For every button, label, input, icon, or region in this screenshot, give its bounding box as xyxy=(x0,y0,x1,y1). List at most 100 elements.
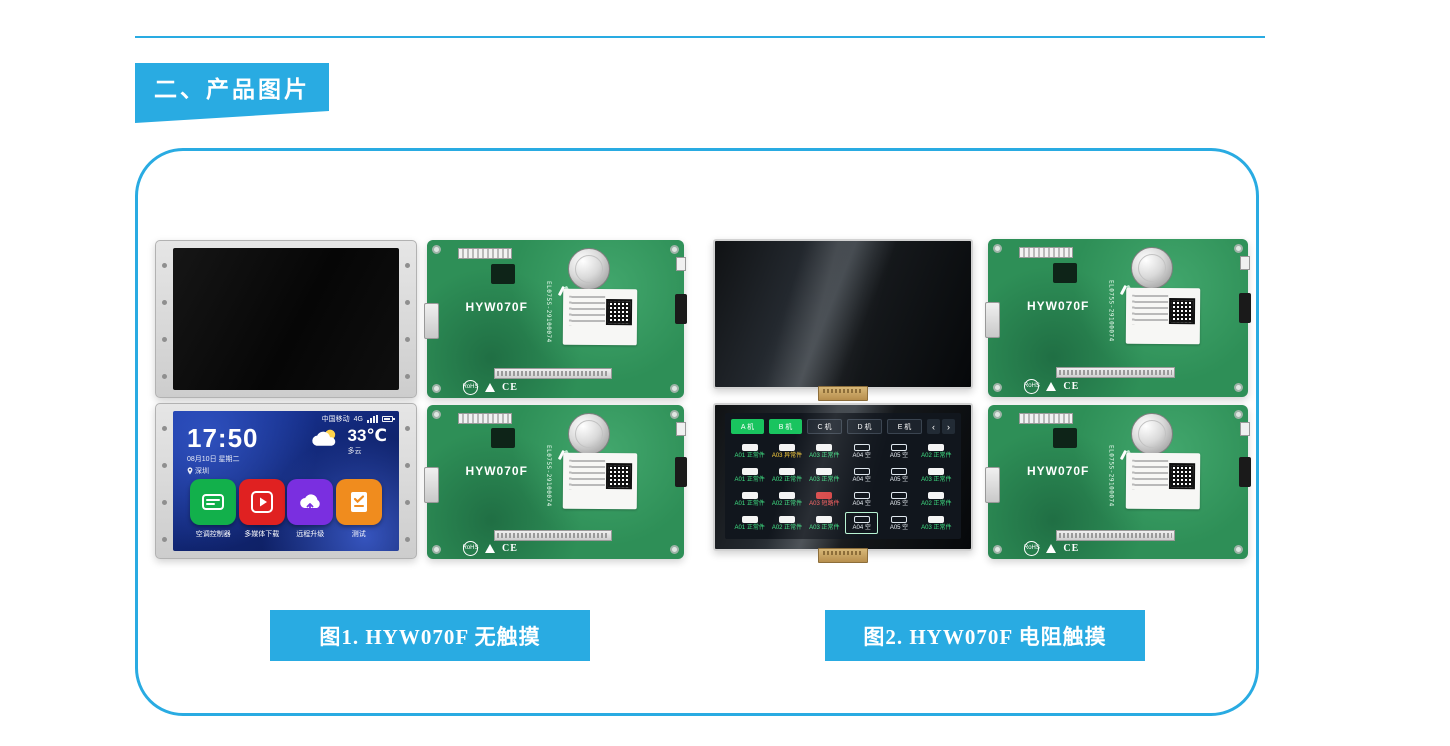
next-arrow-icon: › xyxy=(942,419,955,434)
cell-label: A03 正常件 xyxy=(809,524,840,531)
qr-label-sticker xyxy=(1125,287,1201,345)
cell-label: A03 正常件 xyxy=(921,524,952,531)
lcd-module-frame: 中国移动 4G 17:50 08月10日 星期二 深圳 xyxy=(155,403,417,559)
pin-header-connector xyxy=(457,247,512,259)
slot-indicator xyxy=(928,467,945,475)
test-cell: A02 正常件 xyxy=(770,488,803,510)
pin-header-connector xyxy=(1019,412,1074,424)
mounting-hole xyxy=(432,384,441,393)
test-tab: D 机 xyxy=(847,419,882,434)
cell-label: A05 空 xyxy=(889,524,909,531)
app-label: 测试 xyxy=(351,530,366,538)
rohs-mark: RoHS xyxy=(462,379,478,395)
cell-label: A02 正常件 xyxy=(771,476,803,483)
model-silkscreen: HYW070F xyxy=(1027,463,1090,478)
test-tab: C 机 xyxy=(807,419,842,434)
photo-hyw070f-touch-off xyxy=(713,239,973,401)
photo-hyw070f-pcb-4: HYW070F EL075S-29100074 RoHS CE xyxy=(985,405,1251,559)
test-cell: A05 空 xyxy=(882,440,915,462)
app-grid: 空调控制器多媒体下载远程升级测试 xyxy=(183,472,389,545)
qr-code xyxy=(1168,298,1195,325)
photo-hyw070f-pcb-1: HYW070F EL075S-29100074 RoHS CE xyxy=(424,240,687,398)
test-cell: A02 正常件 xyxy=(920,440,953,462)
slot-indicator xyxy=(890,443,907,451)
serial-number: EL075S-29100074 xyxy=(545,445,553,507)
qr-label-sticker xyxy=(1125,452,1201,510)
usb-connector xyxy=(985,466,1000,503)
mounting-hole xyxy=(993,410,1002,419)
top-divider xyxy=(135,36,1265,38)
weather-block: 33℃ 多云 xyxy=(308,427,387,456)
test-cell: A01 正常件 xyxy=(733,464,766,486)
label-text-lines xyxy=(569,459,606,490)
slot-indicator xyxy=(778,491,795,499)
pin-header-connector xyxy=(457,412,512,424)
mounting-hole xyxy=(1234,545,1243,554)
test-cell: A03 正常件 xyxy=(920,512,953,534)
slot-indicator xyxy=(890,467,907,475)
cell-label: A01 正常件 xyxy=(734,476,765,483)
test-cell: A01 正常件 xyxy=(733,440,766,462)
certification-marks: RoHS CE xyxy=(1024,540,1080,556)
mounting-hole xyxy=(670,410,679,419)
photo-hyw070f-pcb-2: HYW070F EL075S-29100074 RoHS CE xyxy=(985,239,1251,397)
cell-label: A04 空 xyxy=(852,452,871,459)
date-label: 08月10日 星期二 xyxy=(187,456,240,463)
qr-label-sticker xyxy=(562,452,638,510)
mounting-hole xyxy=(993,383,1002,392)
serial-number: EL075S-29100074 xyxy=(1107,280,1115,342)
label-text-lines xyxy=(569,295,606,327)
certification-marks: RoHS CE xyxy=(1024,378,1079,394)
cell-label: A02 正常件 xyxy=(921,500,952,507)
test-cell: A05 空 xyxy=(882,464,915,486)
cell-label: A04 空 xyxy=(852,500,871,507)
test-tab: B 机 xyxy=(769,419,802,434)
rohs-mark: RoHS xyxy=(1024,540,1040,556)
cell-label: A03 异常件 xyxy=(771,452,803,459)
test-cell: A01 正常件 xyxy=(733,488,766,510)
ce-mark: CE xyxy=(1063,542,1080,554)
qr-label-sticker xyxy=(562,288,638,346)
test-cell: A04 空 xyxy=(845,488,878,510)
slot-indicator xyxy=(816,467,833,475)
frame-holes-right xyxy=(405,426,410,431)
city-label: 深圳 xyxy=(187,466,259,476)
slot-indicator xyxy=(778,443,795,451)
lcd-screen-off xyxy=(173,248,399,390)
mounting-hole xyxy=(1234,244,1243,253)
slot-indicator xyxy=(928,491,945,499)
test-cell: A04 空 xyxy=(844,512,879,534)
touch-fpc-cable xyxy=(818,548,868,563)
test-cell: A02 正常件 xyxy=(770,464,803,486)
test-cell: A03 正常件 xyxy=(808,464,841,486)
cell-label: A05 空 xyxy=(889,476,909,483)
slot-indicator xyxy=(741,443,758,451)
slot-indicator xyxy=(853,467,870,475)
battery-icon xyxy=(382,416,395,422)
clock-block: 17:50 08月10日 星期二 深圳 xyxy=(187,425,259,476)
side-connector xyxy=(675,457,687,488)
power-connector xyxy=(676,421,686,436)
cell-label: A04 空 xyxy=(852,524,871,531)
mounting-hole xyxy=(670,245,679,254)
app-label: 多媒体下载 xyxy=(244,530,280,538)
side-connector xyxy=(1239,292,1251,323)
slot-indicator xyxy=(741,491,758,499)
slot-indicator xyxy=(928,515,945,523)
carrier-label: 中国移动 xyxy=(321,416,350,423)
power-connector xyxy=(676,257,686,272)
weather-label: 多云 xyxy=(347,448,362,455)
lcd-module-frame xyxy=(155,240,417,398)
cell-label: A03 短路件 xyxy=(809,500,840,507)
ic-chip xyxy=(491,428,516,449)
slot-indicator xyxy=(816,491,833,499)
serial-number: EL075S-29100074 xyxy=(1107,445,1115,507)
test-cell: A05 空 xyxy=(882,488,915,510)
slot-indicator xyxy=(816,515,833,523)
slot-indicator xyxy=(816,443,833,451)
label-text-lines xyxy=(1131,294,1168,326)
label-text-lines xyxy=(1131,459,1168,490)
